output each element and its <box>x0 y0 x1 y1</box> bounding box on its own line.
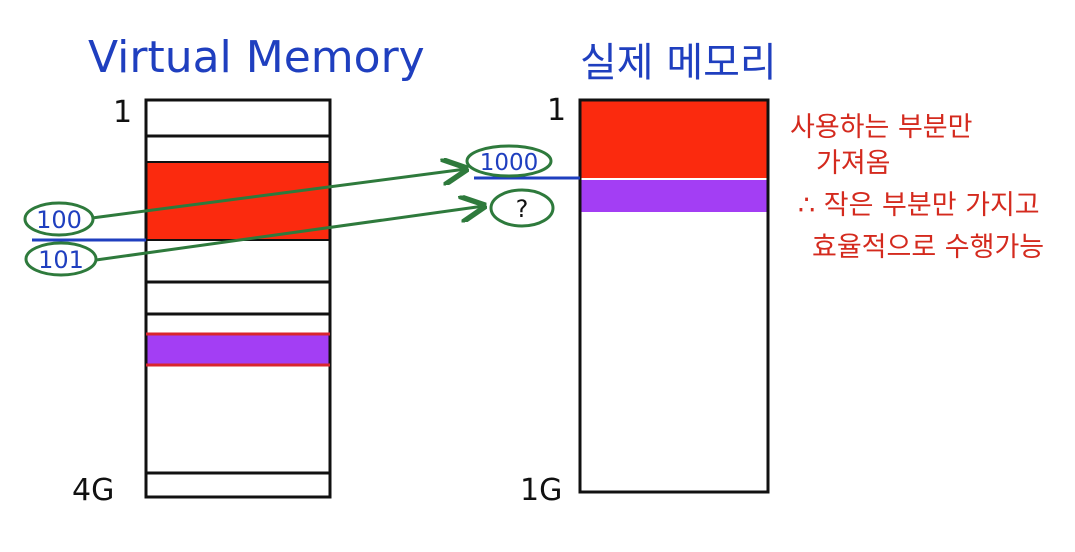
address-unknown-label: ? <box>516 195 529 223</box>
virtual-top-label: 1 <box>113 95 132 130</box>
physical-memory-title: 실제 메모리 <box>580 40 777 86</box>
physical-purple-block <box>580 180 768 212</box>
address-100: 100 <box>23 201 95 237</box>
address-unknown: ? <box>489 188 555 228</box>
note-line-3: ∴ 작은 부분만 가지고 <box>798 190 1040 221</box>
physical-memory-column <box>578 98 770 494</box>
virtual-bottom-label: 4G <box>72 473 114 508</box>
virtual-red-block <box>146 162 330 240</box>
physical-red-block <box>580 100 768 178</box>
mapping-arrow-100 <box>91 169 466 220</box>
address-100-label: 100 <box>36 206 82 234</box>
address-1000-oval <box>465 144 553 178</box>
physical-memory-box <box>578 98 770 494</box>
note-line-2: 가져옴 <box>816 148 891 179</box>
physical-bottom-label: 1G <box>520 473 562 508</box>
virtual-memory-box <box>144 98 332 499</box>
address-unknown-oval <box>489 188 555 228</box>
note-line-4: 효율적으로 수행가능 <box>812 232 1044 263</box>
address-1000: 1000 <box>465 144 553 178</box>
note-line-1: 사용하는 부분만 <box>790 112 972 143</box>
virtual-memory-column <box>144 98 332 499</box>
virtual-purple-block <box>146 334 330 365</box>
virtual-memory-title: Virtual Memory <box>88 32 425 83</box>
address-101-label: 101 <box>38 246 84 274</box>
notes: 사용하는 부분만 가져옴 ∴ 작은 부분만 가지고 효율적으로 수행가능 <box>790 112 1044 263</box>
physical-top-label: 1 <box>547 93 566 128</box>
address-1000-label: 1000 <box>480 150 539 176</box>
address-101: 101 <box>24 241 98 277</box>
mapping-arrow-101 <box>95 206 484 262</box>
